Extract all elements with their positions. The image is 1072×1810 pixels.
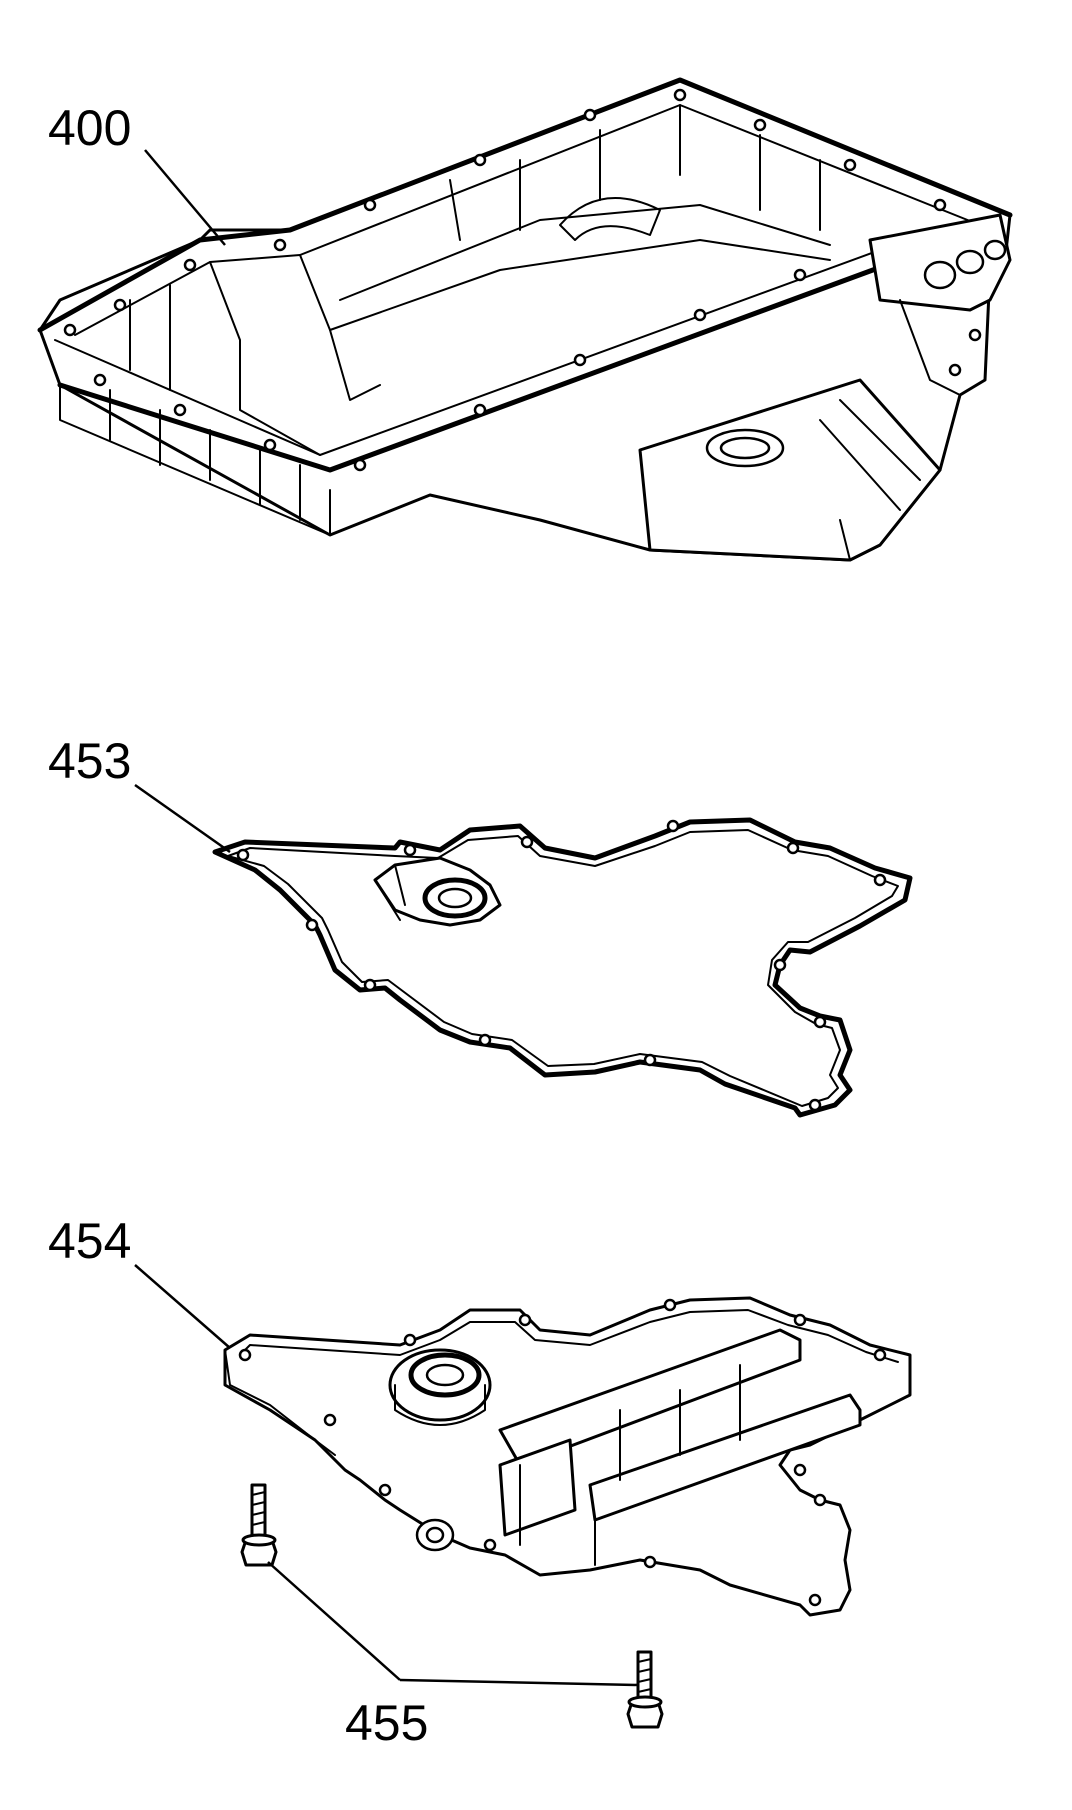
bolt-455-left bbox=[240, 1483, 278, 1567]
callout-453: 453 bbox=[48, 733, 131, 789]
baffle-454 bbox=[223, 1296, 912, 1617]
bolt-455-right bbox=[626, 1650, 664, 1729]
callout-labels: 400 453 454 455 bbox=[48, 100, 428, 1751]
gasket-453 bbox=[212, 817, 913, 1118]
leader-453 bbox=[134, 783, 231, 854]
callout-454: 454 bbox=[48, 1213, 131, 1269]
callout-455: 455 bbox=[345, 1695, 428, 1751]
leader-454 bbox=[134, 1264, 231, 1349]
leader-455-left bbox=[267, 1561, 401, 1681]
leader-455-right bbox=[399, 1678, 639, 1687]
leader-400 bbox=[144, 149, 226, 246]
callout-400: 400 bbox=[48, 100, 131, 156]
leader-lines bbox=[134, 149, 639, 1687]
oil-pan-400 bbox=[37, 77, 1013, 562]
